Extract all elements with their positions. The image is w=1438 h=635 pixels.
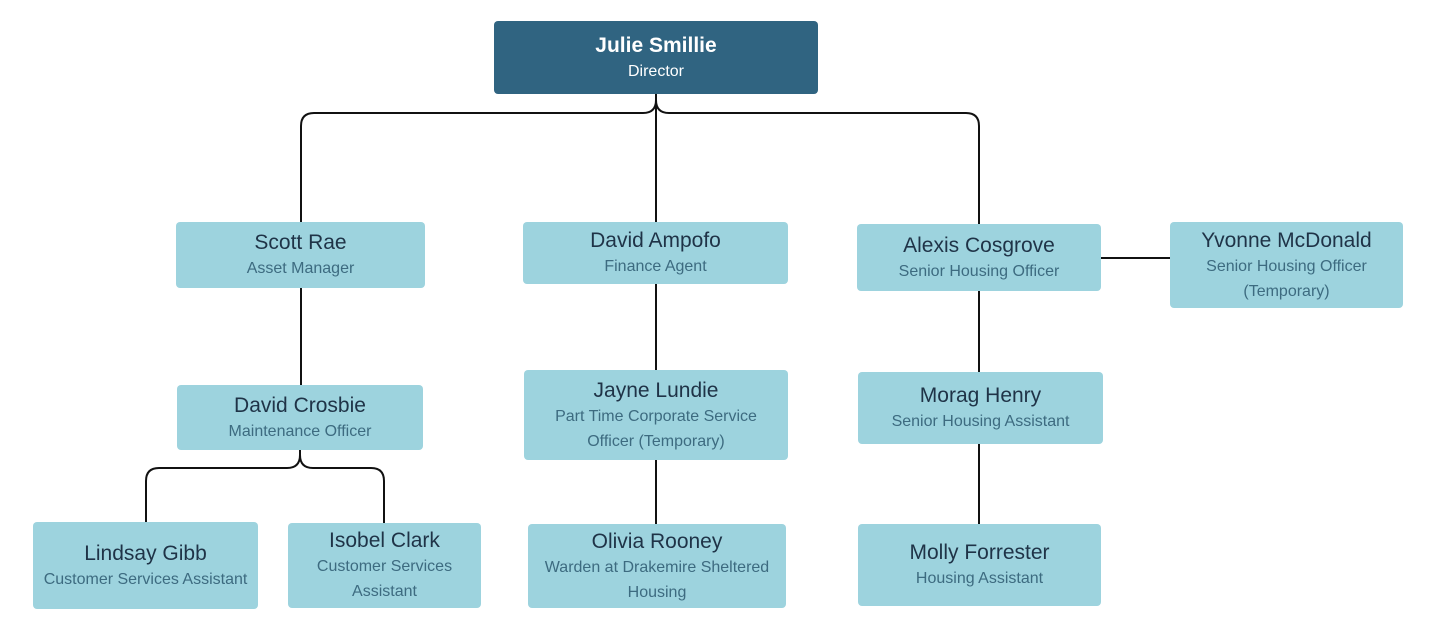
node-david-crosbie[interactable]: David Crosbie Maintenance Officer [177,385,423,450]
connector-crosbie-isobel [299,450,385,523]
person-name: Lindsay Gibb [84,541,207,565]
connector-julie-alexis [655,94,980,224]
person-name: Morag Henry [919,384,1042,407]
person-role: Senior Housing Officer [898,262,1060,280]
person-name: Scott Rae [254,231,347,254]
node-lindsay-gibb[interactable]: Lindsay Gibb Customer Services Assistant [33,522,258,609]
person-name: Olivia Rooney [591,529,723,553]
person-role: Senior Housing Officer (Temporary) [1206,257,1367,300]
person-role: Customer Services Assistant [43,570,248,588]
connector-crosbie-lindsay [145,450,301,522]
person-name: Jayne Lundie [593,378,719,402]
person-name: Alexis Cosgrove [903,233,1055,257]
node-yvonne-mcdonald[interactable]: Yvonne McDonald Senior Housing Officer (… [1170,222,1403,308]
person-name: David Crosbie [234,393,366,417]
person-role: Asset Manager [246,260,355,277]
node-scott-rae[interactable]: Scott Rae Asset Manager [176,222,425,288]
person-role: Customer Services Assistant [316,558,453,600]
person-role: Housing Assistant [915,570,1044,587]
node-isobel-clark[interactable]: Isobel Clark Customer Services Assistant [288,523,481,608]
person-role: Maintenance Officer [228,422,372,440]
person-role: Director [627,62,684,80]
node-molly-forrester[interactable]: Molly Forrester Housing Assistant [858,524,1101,606]
person-name: David Ampofo [590,229,721,252]
node-julie-smillie[interactable]: Julie Smillie Director [494,21,818,94]
person-name: Isobel Clark [329,529,440,552]
node-david-ampofo[interactable]: David Ampofo Finance Agent [523,222,788,284]
node-alexis-cosgrove[interactable]: Alexis Cosgrove Senior Housing Officer [857,224,1101,291]
person-name: Yvonne McDonald [1201,228,1372,252]
person-name: Molly Forrester [909,541,1050,564]
person-role: Warden at Drakemire Sheltered Housing [544,558,770,601]
person-role: Part Time Corporate Service Officer (Tem… [555,407,757,450]
node-olivia-rooney[interactable]: Olivia Rooney Warden at Drakemire Shelte… [528,524,786,608]
person-role: Senior Housing Assistant [891,413,1070,430]
person-name: Julie Smillie [595,33,717,57]
person-role: Finance Agent [604,258,707,275]
node-morag-henry[interactable]: Morag Henry Senior Housing Assistant [858,372,1103,444]
node-jayne-lundie[interactable]: Jayne Lundie Part Time Corporate Service… [524,370,788,460]
connector-julie-scott [300,94,657,222]
